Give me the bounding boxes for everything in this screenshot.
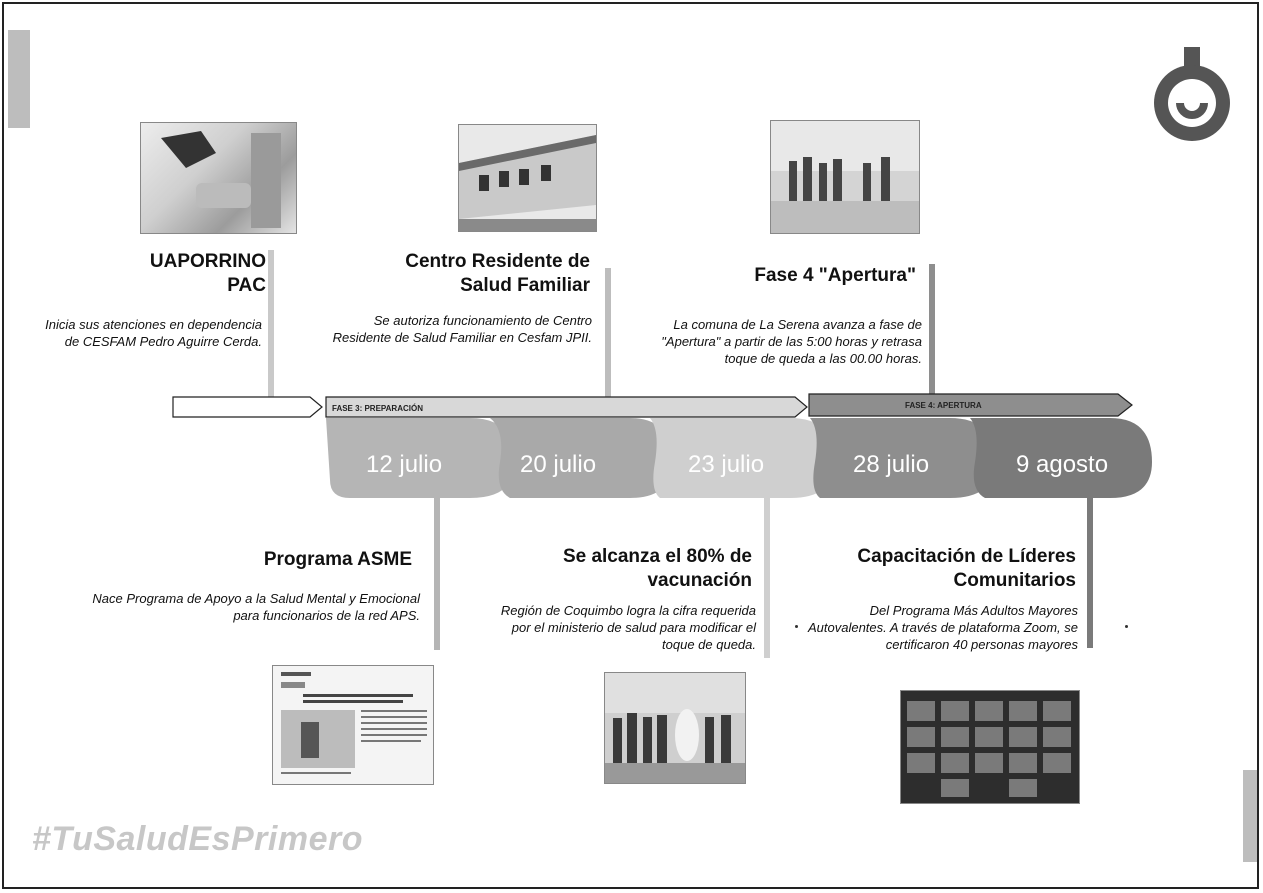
event-title-vacunacion: Se alcanza el 80% de vacunación <box>562 546 752 591</box>
stray-dot-right <box>1125 625 1128 628</box>
event-title-uaporrino: UAPORRINO PAC <box>149 251 266 296</box>
event-desc-uaporrino: Inicia sus atenciones en dependencia de … <box>45 317 262 349</box>
hashtag: #TuSaludEsPrimero <box>32 820 363 858</box>
event-desc-asme: Nace Programa de Apoyo a la Salud Mental… <box>92 591 420 623</box>
photo-asme-news-clipping <box>272 665 434 785</box>
connector-asme <box>434 498 440 650</box>
photo-zoom-meeting <box>900 690 1080 804</box>
event-desc-capacitacion: Del Programa Más Adultos Mayores Autoval… <box>807 603 1078 652</box>
date-label-3: 23 julio <box>688 451 764 478</box>
connector-centro-residente <box>605 268 611 400</box>
event-title-capacitacion: Capacitación de Líderes Comunitarios <box>857 546 1076 591</box>
event-desc-centro-residente: Se autoriza funcionamiento de Centro Res… <box>332 313 592 345</box>
stray-dot-left <box>795 625 798 628</box>
event-desc-fase-4: La comuna de La Serena avanza a fase de … <box>661 317 922 366</box>
connector-capacitacion <box>1087 498 1093 648</box>
photo-centro-residente <box>458 124 597 232</box>
connector-fase-4 <box>929 264 935 400</box>
date-segment-3 <box>650 418 835 498</box>
date-label-5: 9 agosto <box>1016 451 1108 478</box>
date-label-2: 20 julio <box>520 451 596 478</box>
date-segment-2 <box>490 418 672 498</box>
date-segment-5 <box>970 418 1152 498</box>
connector-vacunacion <box>764 498 770 658</box>
left-accent-bar <box>8 30 30 128</box>
connector-uaporrino <box>268 250 274 400</box>
date-label-1: 12 julio <box>366 451 442 478</box>
phase-arrow-fase-3 <box>325 396 808 418</box>
phase-arrow-initial <box>172 396 323 418</box>
phase-label-fase-3: FASE 3: PREPARACIÓN <box>332 404 423 413</box>
photo-vacunacion-group <box>604 672 746 784</box>
date-label-4: 28 julio <box>853 451 929 478</box>
date-segment-1 <box>326 418 515 498</box>
timeline: FASE 3: PREPARACIÓN FASE 4: APERTURA 12 … <box>172 393 1152 498</box>
logo-icon <box>1154 47 1230 141</box>
event-title-asme: Programa ASME <box>263 549 412 570</box>
date-segment-4 <box>810 418 995 498</box>
event-desc-vacunacion: Región de Coquimbo logra la cifra requer… <box>500 603 756 652</box>
event-title-centro-residente: Centro Residente de Salud Familiar <box>405 251 590 296</box>
photo-uaporrino <box>140 122 297 234</box>
right-accent-bar <box>1243 770 1257 862</box>
phase-arrow-fase-4 <box>808 393 1133 417</box>
photo-fase-4 <box>770 120 920 234</box>
phase-label-fase-4: FASE 4: APERTURA <box>905 401 982 410</box>
event-title-fase-4: Fase 4 "Apertura" <box>754 265 916 286</box>
